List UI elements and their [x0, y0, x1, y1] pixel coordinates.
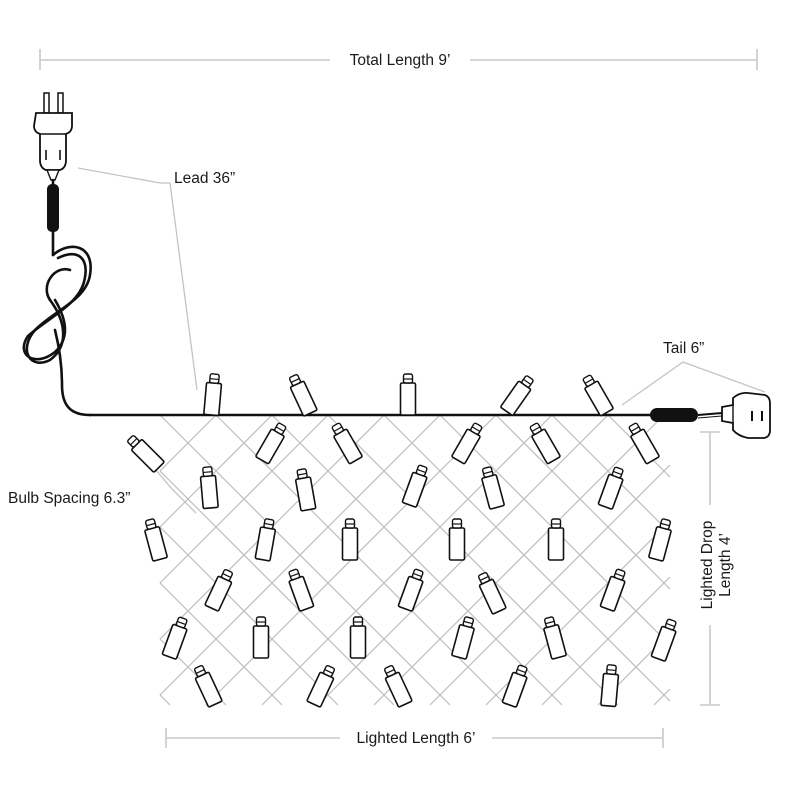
bulb	[199, 466, 219, 510]
bulb	[306, 665, 335, 708]
net-strand	[271, 414, 563, 706]
bulb	[628, 422, 660, 465]
net-strand	[551, 414, 671, 534]
bulb-spacing-label: Bulb Spacing 6.3”	[8, 490, 130, 507]
bulb	[252, 616, 270, 659]
male-plug	[33, 112, 73, 171]
bulb	[384, 665, 413, 708]
bulb	[529, 422, 561, 465]
net-strand	[383, 414, 671, 702]
bulb	[451, 422, 483, 465]
bulb	[650, 618, 677, 662]
bulb	[648, 518, 672, 562]
bulb	[501, 664, 528, 708]
bulb-spacing-callout: Bulb Spacing 6.3”	[8, 462, 197, 514]
bulb	[331, 422, 363, 465]
total-length-dimension: Total Length 9’	[39, 49, 758, 70]
tail-label: Tail 6”	[663, 340, 704, 357]
net-strand	[373, 414, 665, 706]
bulb	[478, 572, 507, 615]
bulb	[204, 569, 233, 612]
lead-callout: Lead 36”	[77, 167, 235, 391]
bulb	[500, 375, 534, 416]
bulb	[543, 616, 567, 660]
bulb	[582, 374, 614, 417]
net-strand	[159, 526, 339, 706]
lighted-drop-dimension: Lighted Drop Length 4’	[699, 431, 734, 706]
net-strand	[159, 414, 441, 696]
bulb	[401, 464, 428, 508]
lighted-drop-label-line1: Lighted Drop	[699, 521, 716, 610]
bulb	[161, 616, 188, 660]
bulb	[203, 373, 223, 417]
net-strand	[159, 582, 283, 706]
net-mesh	[159, 414, 671, 706]
bulb	[341, 518, 359, 561]
bulb	[451, 616, 475, 660]
net-strand	[159, 470, 395, 706]
bulb	[481, 466, 505, 510]
plug-prongs	[43, 92, 64, 114]
bulb	[144, 518, 168, 562]
net-strand	[495, 414, 671, 590]
bulb	[597, 466, 624, 510]
bulb	[289, 374, 318, 417]
lead-sleeve	[47, 184, 59, 232]
bulb	[600, 664, 620, 708]
bulb	[255, 422, 287, 465]
net-strand	[541, 576, 671, 706]
net-strand	[429, 464, 671, 706]
net-strand	[159, 414, 451, 706]
net-strand	[159, 694, 171, 706]
lead-label: Lead 36”	[174, 170, 235, 187]
bulb	[399, 373, 417, 416]
tail-callout: Tail 6”	[621, 340, 766, 406]
bulb	[547, 518, 565, 561]
bulb	[288, 568, 315, 612]
female-plug	[721, 391, 771, 439]
net-strand	[653, 688, 671, 706]
power-cord	[22, 92, 771, 439]
net-strand	[159, 414, 217, 472]
bulb	[448, 518, 466, 561]
bulb-group	[127, 373, 677, 708]
bulb	[397, 568, 424, 612]
cord-coil	[22, 245, 92, 417]
bulb	[194, 665, 223, 708]
lighted-length-label: Lighted Length 6’	[357, 730, 476, 747]
bulb	[294, 468, 317, 512]
net-strand	[159, 414, 329, 584]
bulb	[599, 568, 626, 612]
bulb	[349, 616, 367, 659]
tail-sleeve	[650, 408, 698, 422]
net-strand	[261, 414, 553, 706]
bulb	[254, 518, 277, 562]
lighted-length-dimension: Lighted Length 6’	[165, 728, 664, 748]
lighted-drop-label-line2: Length 4’	[717, 533, 734, 597]
total-length-label: Total Length 9’	[350, 52, 451, 69]
bulb	[127, 435, 165, 473]
net-strand	[159, 414, 273, 528]
net-strand	[327, 414, 619, 706]
